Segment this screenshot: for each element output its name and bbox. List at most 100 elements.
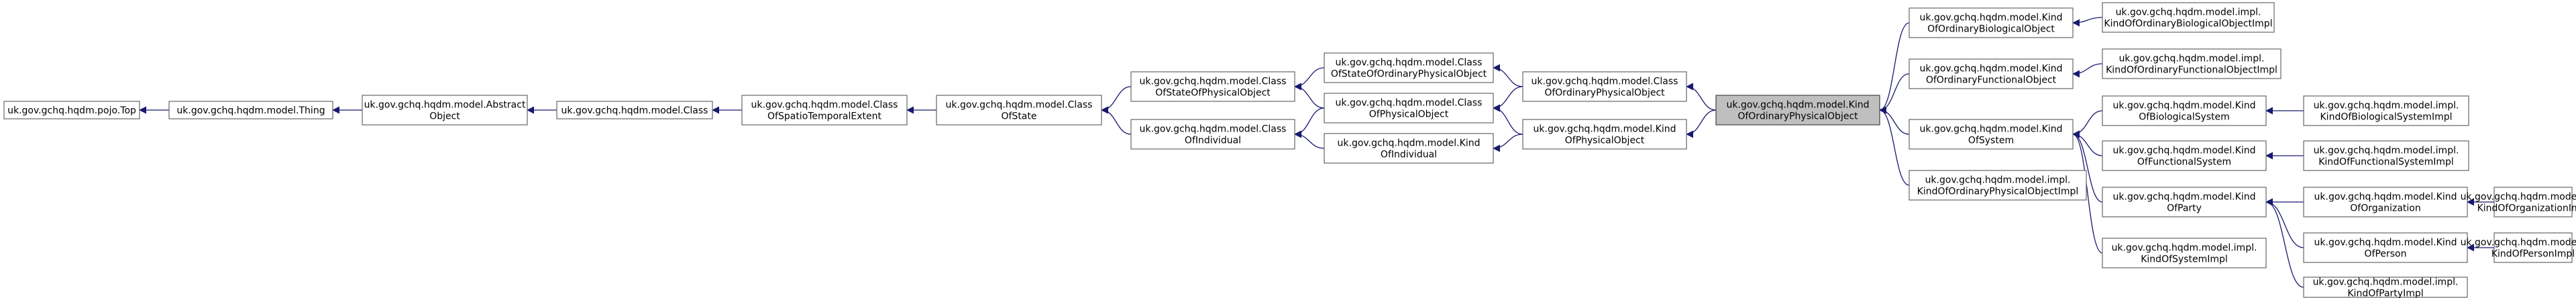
class-node-kind-ord-bio-impl[interactable]: uk.gov.gchq.hqdm.model.impl.KindOfOrdina…: [2102, 2, 2275, 33]
class-node-label: uk.gov.gchq.hqdm.model.impl.: [1925, 175, 2071, 186]
class-node-box: [2493, 187, 2573, 217]
class-node-kind-phys[interactable]: uk.gov.gchq.hqdm.model.KindOfPhysicalObj…: [1522, 119, 1687, 150]
class-node-kind-ord-func-impl[interactable]: uk.gov.gchq.hqdm.model.impl.KindOfOrdina…: [2102, 48, 2282, 79]
class-node-kind-bio-sys-impl[interactable]: uk.gov.gchq.hqdm.model.impl.KindOfBiolog…: [2303, 95, 2469, 126]
inheritance-arrow-kind_ord_func_impl-to-kind_ord_func: [2072, 63, 2103, 78]
class-node-class-state-phys[interactable]: uk.gov.gchq.hqdm.model.ClassOfStateOfPhy…: [1130, 71, 1295, 102]
class-node-label: OfSystem: [1968, 136, 2014, 146]
inheritance-arrow-kind_individual-to-class_individual: [1294, 130, 1325, 149]
class-node-label: uk.gov.gchq.hqdm.model.Class: [1140, 124, 1287, 135]
class-node-label: OfParty: [2167, 203, 2202, 214]
class-node-box: [2102, 187, 2267, 217]
class-node-label: uk.gov.gchq.hqdm.model.Class: [751, 100, 898, 111]
inheritance-arrow-kind_system_impl-to-kind_system: [2072, 130, 2103, 254]
class-node-label: KindOfPartyImpl: [2347, 289, 2423, 298]
class-node-label: OfIndividual: [1381, 150, 1437, 160]
inheritance-arrow-kind_ord_func-to-kind_ord_phys: [1879, 73, 1910, 114]
class-node-box: [1909, 58, 2074, 89]
inheritance-arrow-kind_ord_phys_impl-to-kind_ord_phys: [1879, 106, 1910, 186]
class-node-label: uk.gov.gchq.hqdm.model.Kind: [1920, 64, 2063, 74]
class-node-label: uk.gov.gchq.hqdm.model.impl.: [2119, 54, 2265, 64]
class-node-box: [1909, 170, 2087, 201]
class-node-kind-party-impl[interactable]: uk.gov.gchq.hqdm.model.impl.KindOfPartyI…: [2303, 277, 2468, 298]
inheritance-arrow-class_ord_phys-to-class_phys: [1493, 86, 1523, 112]
class-node-box: [168, 101, 333, 119]
class-node-label: uk.gov.gchq.hqdm.model.impl.: [2314, 146, 2459, 156]
class-node-label: uk.gov.gchq.hqdm.model.Abstract: [364, 100, 526, 111]
class-node-label: OfOrdinaryFunctionalObject: [1926, 75, 2057, 86]
class-node-label: OfBiologicalSystem: [2139, 112, 2230, 123]
class-node-label: OfStateOfOrdinaryPhysicalObject: [1331, 69, 1487, 80]
class-node-label: uk.gov.gchq.hqdm.model.impl.: [2314, 101, 2459, 111]
class-node-class-state-ord-phys[interactable]: uk.gov.gchq.hqdm.model.ClassOfStateOfOrd…: [1324, 52, 1494, 83]
class-node-kind-func-sys[interactable]: uk.gov.gchq.hqdm.model.KindOfFunctionalS…: [2102, 140, 2267, 171]
inheritance-arrow-kind_bio_sys-to-kind_system: [2072, 110, 2103, 138]
class-node-box: [1324, 52, 1494, 83]
class-node-top[interactable]: uk.gov.gchq.hqdm.pojo.Top: [3, 101, 140, 119]
class-node-label: KindOfSystemImpl: [2141, 254, 2228, 265]
class-node-kind-org-impl[interactable]: uk.gov.gchq.hqdm.model.impl.KindOfOrgani…: [2461, 187, 2576, 217]
class-node-label: KindOfFunctionalSystemImpl: [2318, 157, 2454, 168]
class-node-label: uk.gov.gchq.hqdm.model.Kind: [1727, 100, 1870, 111]
class-node-label: uk.gov.gchq.hqdm.model.Kind: [1338, 138, 1481, 149]
class-node-label: KindOfBiologicalSystemImpl: [2320, 112, 2453, 123]
class-node-label: OfIndividual: [1185, 136, 1241, 146]
class-node-label: uk.gov.gchq.hqdm.model.Class: [1336, 98, 1483, 109]
class-node-kind-ord-func[interactable]: uk.gov.gchq.hqdm.model.KindOfOrdinaryFun…: [1909, 58, 2074, 89]
class-node-label: OfStateOfPhysicalObject: [1155, 88, 1271, 99]
class-node-box: [2102, 2, 2275, 33]
inheritance-arrow-kind_phys-to-kind_individual: [1493, 134, 1523, 152]
class-node-kind-party[interactable]: uk.gov.gchq.hqdm.model.KindOfParty: [2102, 187, 2267, 217]
class-node-label: OfSpatioTemporalExtent: [767, 111, 881, 122]
class-node-thing[interactable]: uk.gov.gchq.hqdm.model.Thing: [168, 101, 333, 119]
class-node-label: OfFunctionalSystem: [2137, 157, 2231, 168]
class-node-class-spatio[interactable]: uk.gov.gchq.hqdm.model.ClassOfSpatioTemp…: [741, 95, 908, 126]
class-node-box: [2303, 232, 2468, 263]
class-node-box: [2493, 232, 2573, 263]
class-node-label: KindOfOrdinaryBiologicalObjectImpl: [2104, 19, 2272, 30]
inheritance-arrow-kind_ord_bio-to-kind_ord_phys: [1879, 22, 1910, 114]
inheritance-arrow-kind_party_impl-to-kind_party: [2265, 198, 2304, 288]
class-node-kind-func-sys-impl[interactable]: uk.gov.gchq.hqdm.model.impl.KindOfFuncti…: [2303, 140, 2469, 171]
class-node-class[interactable]: uk.gov.gchq.hqdm.model.Class: [556, 101, 713, 119]
class-node-label: uk.gov.gchq.hqdm.model.Class: [1140, 77, 1287, 87]
class-node-label: uk.gov.gchq.hqdm.model.Kind: [2113, 146, 2256, 156]
class-node-kind-org[interactable]: uk.gov.gchq.hqdm.model.KindOfOrganizatio…: [2303, 187, 2468, 217]
class-node-label: uk.gov.gchq.hqdm.model.impl.: [2116, 7, 2261, 18]
inheritance-arrow-class_phys-to-class_state_phys: [1294, 83, 1325, 109]
class-node-label: KindOfOrdinaryPhysicalObjectImpl: [1917, 187, 2079, 197]
class-node-label: OfState: [1001, 111, 1036, 122]
class-node-kind-system-impl[interactable]: uk.gov.gchq.hqdm.model.impl.KindOfSystem…: [2102, 238, 2267, 268]
class-node-box: [2303, 187, 2468, 217]
class-node-kind-bio-sys[interactable]: uk.gov.gchq.hqdm.model.KindOfBiologicalS…: [2102, 95, 2267, 126]
inheritance-arrow-class_state_phys-to-class_state: [1101, 86, 1132, 114]
class-node-kind-person[interactable]: uk.gov.gchq.hqdm.model.KindOfPerson: [2303, 232, 2468, 263]
class-node-box: [1522, 71, 1687, 102]
class-node-class-phys[interactable]: uk.gov.gchq.hqdm.model.ClassOfPhysicalOb…: [1324, 93, 1494, 123]
class-node-box: [3, 101, 140, 119]
inheritance-edges: [139, 17, 2495, 288]
class-node-label: OfPhysicalObject: [1369, 109, 1449, 120]
class-node-kind-ord-bio[interactable]: uk.gov.gchq.hqdm.model.KindOfOrdinaryBio…: [1909, 7, 2074, 38]
class-node-label: OfOrganization: [2350, 203, 2420, 214]
class-node-box: [362, 95, 528, 126]
class-node-label: uk.gov.gchq.hqdm.model.Kind: [1920, 13, 2063, 23]
inheritance-arrow-kind_person-to-kind_party: [2265, 198, 2304, 248]
class-node-class-ord-phys[interactable]: uk.gov.gchq.hqdm.model.ClassOfOrdinaryPh…: [1522, 71, 1687, 102]
class-node-kind-ord-phys-impl[interactable]: uk.gov.gchq.hqdm.model.impl.KindOfOrdina…: [1909, 170, 2087, 201]
class-node-kind-person-impl[interactable]: uk.gov.gchq.hqdm.model.impl.KindOfPerson…: [2461, 232, 2576, 263]
class-node-box: [556, 101, 713, 119]
class-node-label: uk.gov.gchq.hqdm.model.impl.: [2461, 192, 2576, 203]
inheritance-arrow-class_phys-to-class_individual: [1294, 107, 1325, 138]
class-node-label: OfOrdinaryPhysicalObject: [1737, 111, 1858, 122]
class-node-label: KindOfOrganizationImpl: [2477, 203, 2576, 214]
inheritance-arrow-kind_phys-to-class_phys: [1493, 104, 1523, 135]
inheritance-arrow-class_individual-to-class_state: [1101, 106, 1132, 135]
inheritance-arrow-kind_system-to-kind_ord_phys: [1879, 106, 1910, 135]
class-node-kind-system[interactable]: uk.gov.gchq.hqdm.model.KindOfSystem: [1909, 119, 2074, 150]
class-node-box: [1522, 119, 1687, 150]
